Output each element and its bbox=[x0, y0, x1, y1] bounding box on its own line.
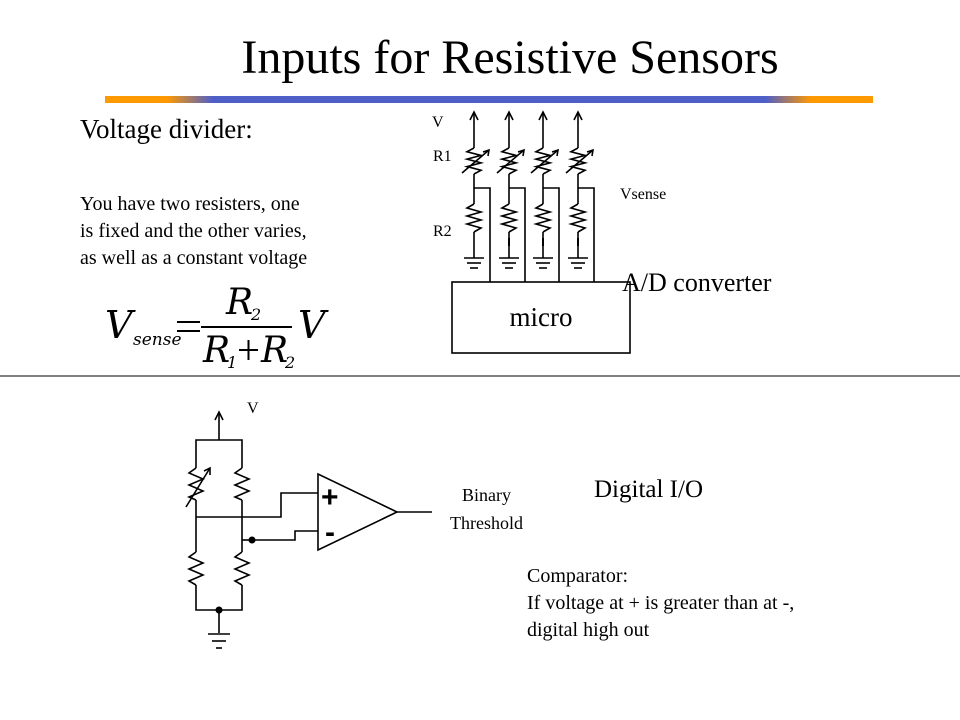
channel-2-fixed-resistor-icon bbox=[499, 203, 519, 233]
formula-denominator-sub-2: 2 bbox=[284, 353, 295, 372]
formula-denominator-sub-1: 1 bbox=[227, 353, 237, 372]
channel-2-variable-resistor-icon bbox=[498, 147, 520, 175]
channel-3-fixed-resistor-icon bbox=[533, 203, 553, 233]
comparator-text-line-3: digital high out bbox=[527, 619, 650, 641]
formula-rhs-var: V bbox=[298, 303, 329, 347]
comparator-circuit: + - bbox=[185, 410, 432, 649]
fixed-resistor-bottom-left-icon bbox=[186, 551, 206, 586]
channel-3-variable-resistor-arrow bbox=[530, 149, 559, 174]
channel-1-supply-arrow-icon bbox=[469, 110, 479, 121]
channel-1-fixed-resistor-icon bbox=[464, 203, 484, 233]
channel-1-variable-resistor-arrowhead-icon bbox=[482, 148, 491, 157]
op-amp-plus-label: + bbox=[321, 481, 339, 514]
digital-io-label: Digital I/O bbox=[594, 476, 704, 503]
channel-2-variable-resistor-arrowhead-icon bbox=[517, 148, 526, 157]
formula-denominator-var-2: R bbox=[260, 330, 288, 371]
channel-4-variable-resistor-arrowhead-icon bbox=[586, 148, 595, 157]
op-amp-triangle-icon bbox=[317, 472, 399, 552]
formula-numerator-var: R bbox=[225, 282, 253, 323]
formula-numerator-sub: 2 bbox=[250, 305, 261, 324]
voltage-divider-text-line-3: as well as a constant voltage bbox=[80, 247, 308, 269]
channel-4-variable-resistor-icon bbox=[567, 147, 589, 175]
divider-supply-label: V bbox=[432, 114, 444, 131]
micro-box bbox=[451, 281, 631, 354]
channel-4-variable-resistor-arrow bbox=[565, 149, 594, 174]
voltage-divider-text-line-1: You have two resisters, one bbox=[80, 193, 300, 215]
channel-3-supply-arrow-icon bbox=[538, 110, 548, 121]
divider-r2-label: R2 bbox=[433, 223, 452, 240]
plus-input-wire bbox=[196, 492, 318, 518]
channel-2-variable-resistor-arrow bbox=[496, 149, 525, 174]
channel-4-sense-wire bbox=[578, 187, 595, 282]
channel-4-fixed-resistor-icon bbox=[568, 203, 588, 233]
channel-1-variable-resistor-icon bbox=[463, 147, 485, 175]
channel-3-variable-resistor-arrowhead-icon bbox=[551, 148, 560, 157]
channel-2-supply-arrow-icon bbox=[504, 110, 514, 121]
divider-vsense-label: Vsense bbox=[620, 186, 667, 203]
variable-resistor-icon bbox=[186, 467, 206, 501]
channel-4-supply-arrow-icon bbox=[573, 110, 583, 121]
op-amp-minus-label: - bbox=[325, 516, 335, 549]
channel-2-sense-wire bbox=[509, 187, 526, 282]
formula-lhs-sub: sense bbox=[133, 330, 182, 350]
divider-r1-label: R1 bbox=[433, 148, 452, 165]
micro-label: micro bbox=[509, 302, 573, 332]
comparator-text-line-1: Comparator: bbox=[527, 565, 629, 587]
divider-circuit bbox=[451, 110, 631, 354]
slide-title: Inputs for Resistive Sensors bbox=[241, 31, 779, 84]
voltage-divider-heading: Voltage divider: bbox=[80, 114, 253, 144]
channel-1-variable-resistor-arrow bbox=[461, 149, 490, 174]
title-underline bbox=[105, 96, 873, 103]
bottom-rail-wire bbox=[195, 585, 243, 611]
supply-arrow-icon bbox=[214, 410, 224, 421]
channel-3-sense-wire bbox=[543, 187, 560, 282]
formula-denominator-var-1: R bbox=[202, 330, 230, 371]
variable-resistor-arrow bbox=[185, 467, 211, 508]
variable-resistor-arrowhead-icon bbox=[203, 466, 211, 475]
minus-junction-dot bbox=[248, 536, 256, 544]
top-rail-wire bbox=[195, 439, 243, 468]
fixed-resistor-top-icon bbox=[232, 467, 252, 501]
voltage-divider-text-line-2: is fixed and the other varies, bbox=[80, 220, 307, 242]
binary-label: Binary bbox=[462, 485, 511, 505]
ad-converter-label: A/D converter bbox=[622, 268, 772, 297]
channel-1-sense-wire bbox=[474, 187, 491, 282]
formula-lhs-var: V bbox=[105, 303, 136, 347]
channel-3-variable-resistor-icon bbox=[532, 147, 554, 175]
threshold-label: Threshold bbox=[450, 513, 523, 533]
fixed-resistor-bottom-right-icon bbox=[232, 551, 252, 586]
minus-input-wire bbox=[252, 530, 318, 541]
voltage-divider-formula: V sense R 2 R 1 R 2 V bbox=[105, 282, 329, 372]
comparator-supply-label: V bbox=[247, 400, 259, 417]
comparator-text-line-2: If voltage at + is greater than at -, bbox=[527, 592, 795, 614]
